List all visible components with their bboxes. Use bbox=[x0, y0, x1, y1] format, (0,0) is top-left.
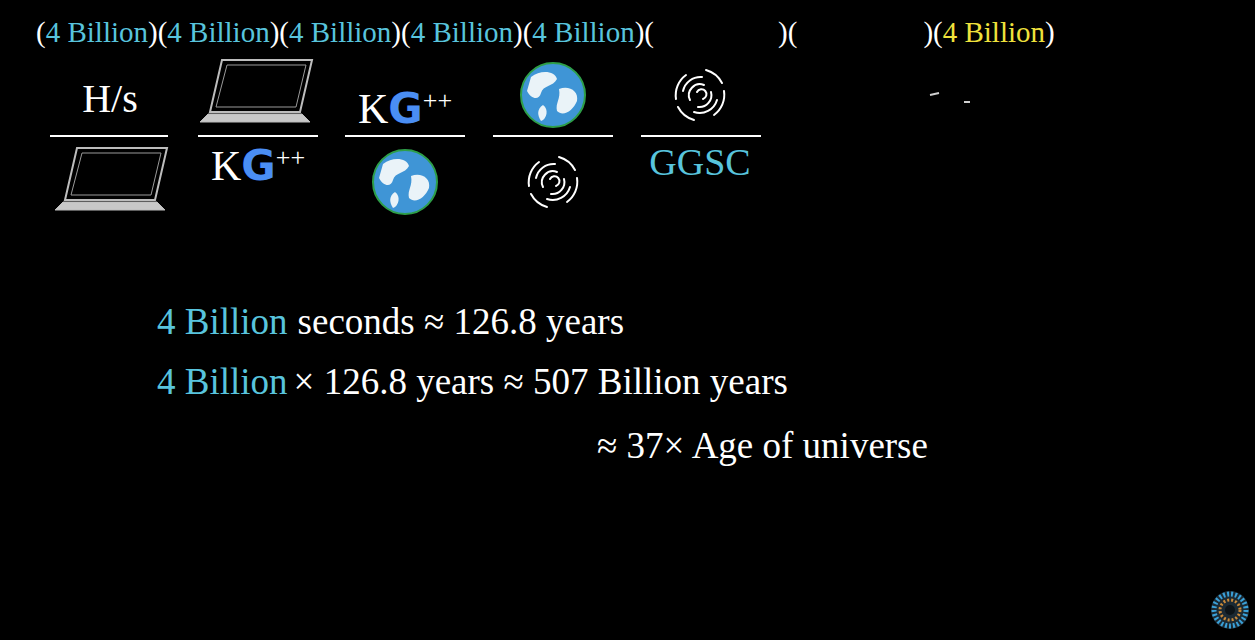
parenthesis: ) bbox=[270, 16, 280, 49]
result-line: 4 Billionseconds ≈ 126.8 years bbox=[157, 300, 624, 343]
parenthesis: ( bbox=[36, 16, 46, 49]
earth-icon bbox=[521, 63, 585, 127]
logo bbox=[1211, 591, 1249, 629]
result-line: ≈ 37× Age of universe bbox=[597, 424, 928, 467]
factor-value: 4 Billion bbox=[157, 360, 288, 403]
fraction-bars bbox=[50, 135, 761, 137]
parenthesis: ( bbox=[279, 16, 289, 49]
factor-value: 4 Billion bbox=[411, 16, 513, 49]
factor-value: 4 Billion bbox=[167, 16, 269, 49]
unit-text: G bbox=[388, 84, 422, 133]
result-line: 4 Billion× 126.8 years ≈ 507 Billion yea… bbox=[157, 360, 788, 403]
factor-value: 4 Billion bbox=[943, 16, 1045, 49]
laptop-icon bbox=[200, 60, 312, 122]
unit-text: K bbox=[358, 85, 388, 133]
result-text: ≈ 37× Age of universe bbox=[597, 424, 928, 467]
parenthesis: ( bbox=[158, 16, 168, 49]
faint-marks bbox=[930, 93, 970, 102]
galaxy-icon bbox=[676, 70, 725, 120]
unit-text: ++ bbox=[423, 86, 452, 116]
unit-text: ++ bbox=[276, 143, 305, 173]
fraction-term: GGSC bbox=[649, 140, 750, 184]
fraction-term: H/s bbox=[82, 75, 138, 122]
unit-text: H/s bbox=[82, 75, 138, 122]
parenthesis: ( bbox=[523, 16, 533, 49]
factor-value: 4 Billion bbox=[532, 16, 634, 49]
fraction-term: KG++ bbox=[211, 141, 305, 190]
galaxy-icon bbox=[529, 157, 578, 207]
parenthesis: ) bbox=[635, 16, 645, 49]
parenthesis: ) bbox=[778, 16, 788, 49]
fraction-term: KG++ bbox=[358, 84, 452, 133]
result-text: seconds ≈ 126.8 years bbox=[298, 300, 625, 343]
parenthesis: ( bbox=[788, 16, 798, 49]
laptop-icon bbox=[55, 148, 167, 210]
factor-row: (4 Billion)(4 Billion)(4 Billion)(4 Bill… bbox=[36, 16, 1055, 49]
parenthesis: ( bbox=[933, 16, 943, 49]
parenthesis: ) bbox=[1045, 16, 1055, 49]
unit-text: G bbox=[241, 141, 275, 190]
factor-value: 4 Billion bbox=[289, 16, 391, 49]
parenthesis: ) bbox=[391, 16, 401, 49]
unit-text: GGSC bbox=[649, 140, 750, 184]
parenthesis: ) bbox=[513, 16, 523, 49]
factor-value: 4 Billion bbox=[157, 300, 288, 343]
result-text: × 126.8 years ≈ 507 Billion years bbox=[294, 360, 788, 403]
parenthesis: ) bbox=[923, 16, 933, 49]
parenthesis: ( bbox=[644, 16, 654, 49]
factor-value: 4 Billion bbox=[46, 16, 148, 49]
unit-text: K bbox=[211, 142, 241, 190]
earth-icon bbox=[373, 150, 437, 214]
parenthesis: ( bbox=[401, 16, 411, 49]
parenthesis: ) bbox=[148, 16, 158, 49]
